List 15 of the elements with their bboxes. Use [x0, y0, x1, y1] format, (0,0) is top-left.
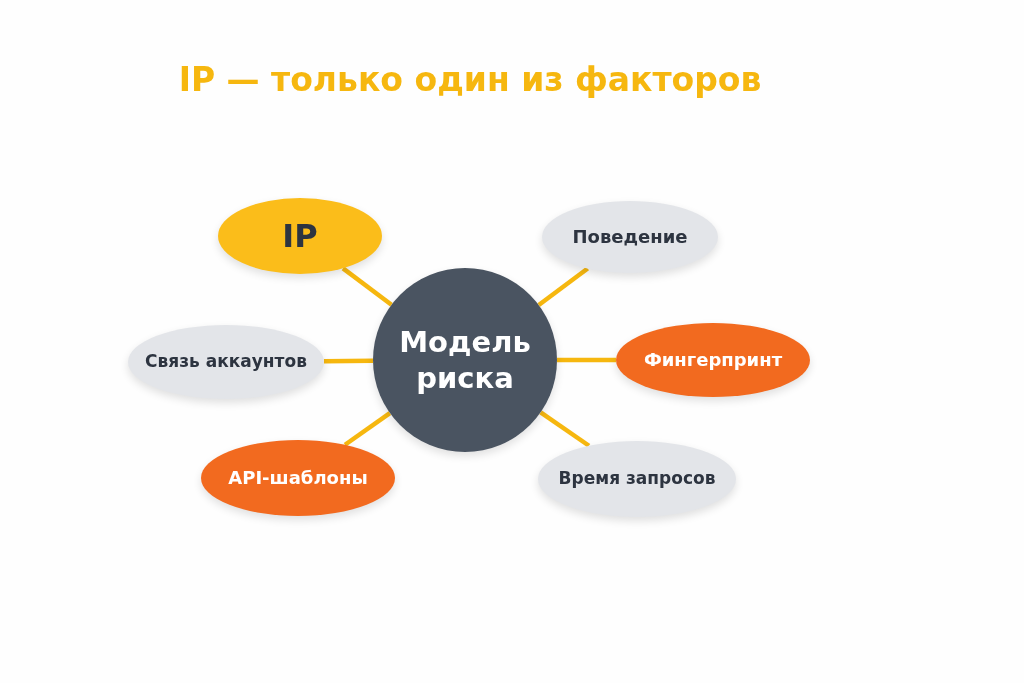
node-label: Поведение [572, 225, 688, 249]
connector-line [343, 411, 392, 447]
center-circle [373, 268, 557, 452]
connector-line [537, 266, 589, 307]
node-label: IP [282, 216, 318, 256]
node-label: Время запросов [558, 468, 716, 490]
connector-line [341, 266, 393, 307]
connector-line [557, 357, 616, 363]
connector-line [323, 358, 373, 364]
node-label: Фингерпринт [643, 348, 783, 372]
node-label: Связь аккаунтов [145, 351, 307, 373]
node-label: Модель риска [398, 323, 532, 397]
diagram-title: IP — только один из факторов [177, 60, 763, 99]
node-label: API-шаблоны [228, 466, 368, 490]
connector-line [539, 410, 591, 448]
